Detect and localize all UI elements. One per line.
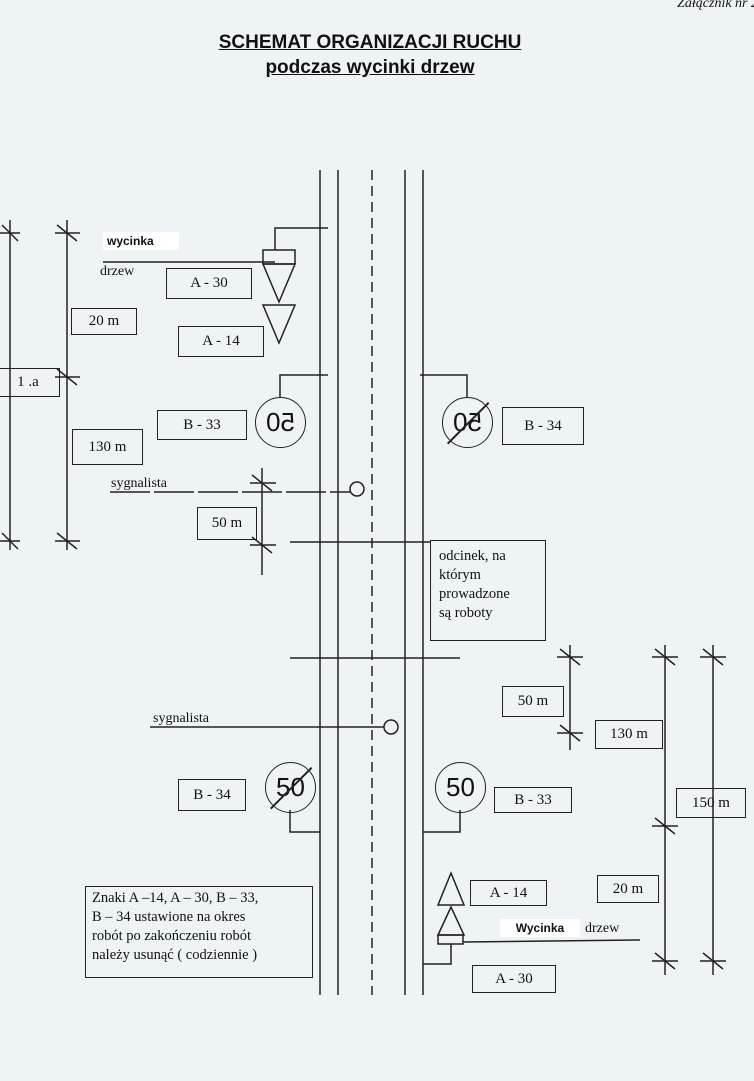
note-box: Znaki A –14, A – 30, B – 33, B – 34 usta…	[85, 886, 313, 978]
road	[319, 170, 424, 995]
distance-150m-bottom: 150 m	[676, 788, 746, 818]
attachment-label: Załącznik nr 2	[677, 0, 754, 11]
dimension-lines-right	[557, 645, 726, 975]
sign-label-b34-bottom: B - 34	[178, 779, 246, 811]
work-zone-line: którym	[439, 567, 481, 583]
work-zone-box: odcinek, na którym prowadzone są roboty	[430, 540, 546, 641]
distance-50m: 50 m	[197, 507, 257, 540]
distance-20m-bottom: 20 m	[597, 875, 659, 903]
page-subtitle: podczas wycinki drzew	[265, 57, 475, 78]
work-label-bottom: Wycinka	[500, 919, 580, 937]
note-line: Znaki A –14, A – 30, B – 33,	[92, 890, 259, 906]
sign-label-a14-bottom: A - 14	[470, 880, 547, 906]
note-line: należy usunąć ( codziennie )	[92, 947, 258, 963]
distance-50m-bottom: 50 m	[502, 686, 564, 717]
sign-label-b33: B - 33	[157, 410, 247, 440]
work-zone-line: prowadzone	[439, 586, 510, 602]
end-speed-limit-sign-b34-bottom: 50	[265, 762, 316, 813]
flagger-label-top: sygnalista	[111, 476, 167, 491]
sign-posts-and-markers	[103, 227, 641, 965]
note-line: B – 34 ustawione na okres	[92, 909, 246, 925]
sign-label-b33-bottom: B - 33	[494, 787, 572, 813]
work-label-bottom-2: drzew	[585, 921, 620, 936]
work-label-top-2: drzew	[100, 264, 135, 279]
page-title: SCHEMAT ORGANIZACJI RUCHU	[218, 32, 522, 53]
work-zone-line: są roboty	[439, 605, 493, 621]
distance-20m: 20 m	[71, 308, 137, 335]
distance-130m: 130 m	[72, 429, 143, 465]
distance-150m-damaged: 1 .a	[0, 368, 60, 397]
work-zone-line: odcinek, na	[439, 548, 506, 564]
note-line: robót po zakończeniu robót	[92, 928, 252, 944]
flagger-label-bottom: sygnalista	[153, 711, 209, 726]
sign-label-b34: B - 34	[502, 407, 584, 445]
work-label-top: wycinka	[103, 232, 179, 250]
end-speed-limit-sign-b34: 50	[442, 397, 493, 448]
speed-limit-sign-b33: 50	[255, 397, 306, 448]
sign-label-a30: A - 30	[166, 268, 252, 299]
dimension-lines-left	[0, 220, 276, 575]
sign-label-a30-bottom: A - 30	[472, 965, 556, 993]
speed-limit-sign-b33-bottom: 50	[435, 762, 486, 813]
sign-label-a14: A - 14	[178, 326, 264, 357]
distance-130m-bottom: 130 m	[595, 720, 663, 749]
